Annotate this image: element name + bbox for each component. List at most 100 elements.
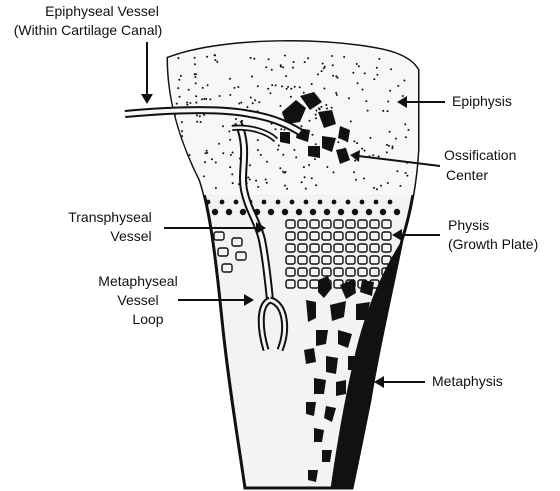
label-epiphyseal-vessel-2: (Within Cartilage Canal) bbox=[14, 22, 163, 38]
stipple-dot bbox=[332, 171, 335, 174]
stipple-dot bbox=[186, 101, 189, 104]
stipple-dot bbox=[174, 186, 177, 189]
label-transphyseal-2: Vessel bbox=[110, 228, 151, 244]
metaphysis-cortex bbox=[330, 240, 402, 489]
stipple-dot bbox=[386, 110, 389, 113]
chondrocyte-cell bbox=[285, 255, 296, 265]
chondrocyte-cell bbox=[369, 243, 380, 253]
stipple-dot bbox=[407, 128, 410, 131]
stipple-dot bbox=[234, 118, 237, 120]
stipple-dot bbox=[320, 70, 323, 73]
stipple-dot bbox=[361, 88, 364, 91]
stipple-dot bbox=[372, 154, 375, 157]
stipple-dot bbox=[209, 98, 212, 101]
stipple-dot bbox=[323, 65, 326, 68]
chondrocyte-cell bbox=[309, 267, 320, 277]
stipple-dot bbox=[317, 73, 319, 76]
physis-dot bbox=[345, 199, 351, 205]
chondrocyte-cell bbox=[333, 219, 344, 229]
stipple-dot bbox=[311, 133, 314, 136]
chondrocyte-cell bbox=[309, 231, 320, 241]
stipple-dot bbox=[204, 152, 207, 155]
stipple-dot bbox=[178, 78, 181, 81]
stipple-dot bbox=[337, 141, 340, 144]
stipple-dot bbox=[195, 101, 198, 104]
physis-dot bbox=[303, 199, 309, 205]
stipple-dot bbox=[404, 123, 407, 126]
chondrocyte-cell bbox=[357, 267, 368, 277]
label-physis-2: (Growth Plate) bbox=[448, 236, 538, 252]
stipple-dot bbox=[177, 87, 180, 90]
stipple-dot bbox=[240, 101, 243, 104]
physis-dot bbox=[281, 208, 289, 216]
stipple-dot bbox=[293, 148, 296, 151]
stipple-dot bbox=[274, 84, 277, 87]
chondrocyte-cell bbox=[297, 279, 308, 289]
chondrocyte-cell bbox=[309, 279, 320, 289]
stipple-dot bbox=[274, 128, 277, 131]
chondrocyte-cell bbox=[345, 255, 356, 265]
stipple-dot bbox=[229, 138, 232, 141]
stipple-dot bbox=[300, 125, 303, 128]
chondrocyte-cell bbox=[333, 243, 344, 253]
stipple-dot bbox=[303, 61, 306, 64]
stipple-dot bbox=[270, 68, 273, 71]
stipple-dot bbox=[199, 121, 202, 123]
ossification-center bbox=[280, 92, 350, 164]
chondrocyte-cell bbox=[321, 219, 332, 229]
stipple-dot bbox=[276, 148, 279, 151]
stipple-dot bbox=[194, 76, 197, 78]
stipple-dot bbox=[401, 95, 404, 97]
stipple-dot bbox=[377, 155, 380, 158]
stipple-dot bbox=[229, 153, 232, 156]
stipple-dot bbox=[229, 94, 232, 96]
stipple-dot bbox=[292, 61, 295, 63]
stipple-dot bbox=[178, 160, 180, 163]
stipple-dot bbox=[186, 103, 189, 106]
chondrocyte-cell bbox=[333, 267, 344, 277]
trabecular-bone bbox=[304, 276, 374, 482]
stipple-dot bbox=[269, 92, 272, 95]
stipple-dot bbox=[355, 63, 358, 65]
chondrocyte-cell bbox=[333, 279, 344, 289]
chondrocyte-cell bbox=[381, 219, 392, 229]
physis-dot bbox=[365, 208, 373, 216]
physis-dot bbox=[225, 208, 233, 216]
stipple-dot bbox=[372, 186, 375, 189]
stipple-dot bbox=[403, 79, 406, 82]
stipple-dot bbox=[404, 172, 407, 174]
stipple-dot bbox=[310, 83, 313, 86]
stipple-dot bbox=[314, 113, 317, 116]
stipple-dot bbox=[291, 66, 294, 69]
chondrocyte-cell bbox=[357, 231, 368, 241]
stipple-dot bbox=[279, 65, 282, 68]
stipple-dot bbox=[247, 176, 250, 179]
stipple-dot bbox=[181, 130, 184, 133]
stipple-dot bbox=[206, 55, 209, 58]
stipple-dot bbox=[206, 84, 209, 87]
stipple-dot bbox=[214, 187, 217, 190]
chondrocyte-cell bbox=[309, 219, 320, 229]
label-metaphysis: Metaphysis bbox=[432, 373, 503, 389]
stipple-dot bbox=[256, 139, 259, 142]
stipple-dot bbox=[356, 142, 359, 145]
stipple-dot bbox=[246, 106, 249, 109]
stipple-dot bbox=[375, 66, 378, 69]
stipple-dot bbox=[277, 144, 280, 147]
stipple-dot bbox=[335, 75, 338, 78]
stipple-dot bbox=[285, 87, 288, 90]
chondrocyte-cell bbox=[309, 255, 320, 265]
stipple-dot bbox=[303, 176, 306, 179]
stipple-dot bbox=[406, 174, 409, 177]
chondrocyte-cell bbox=[321, 255, 332, 265]
chondrocyte-cell bbox=[369, 279, 380, 289]
chondrocyte-cell bbox=[381, 279, 392, 289]
label-metaphyseal-3: Loop bbox=[132, 311, 163, 327]
stipple-dot bbox=[391, 147, 394, 150]
stipple-dot bbox=[176, 156, 178, 159]
stipple-dot bbox=[249, 164, 251, 167]
stipple-dot bbox=[238, 102, 241, 105]
stipple-dot bbox=[387, 100, 390, 103]
stipple-dot bbox=[285, 75, 288, 78]
